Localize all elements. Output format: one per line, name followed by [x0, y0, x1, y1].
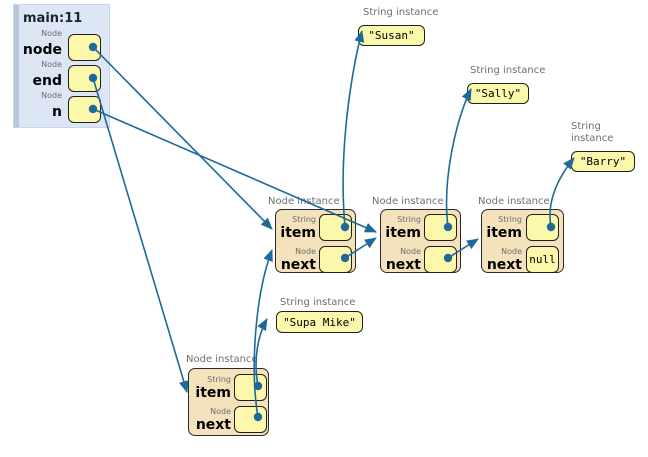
- frame-left-strip: [14, 5, 19, 127]
- node-instance-1[interactable]: String item Node next: [275, 209, 356, 273]
- node-instance-4[interactable]: String item Node next: [188, 368, 269, 436]
- node1-next-slot: [319, 246, 352, 273]
- node2-next-name: next: [385, 257, 421, 273]
- string-barry[interactable]: "Barry": [571, 151, 635, 172]
- string-supa-mike[interactable]: "Supa Mike": [276, 311, 363, 333]
- node4-next-name: next: [195, 417, 231, 433]
- node2-label: Node instance: [372, 196, 444, 207]
- node4-item-slot: [234, 374, 267, 401]
- node4-item-type: String: [207, 375, 231, 384]
- pointer-main-node-to-node1: [92, 46, 273, 230]
- string-susan-label: String instance: [363, 7, 439, 18]
- node2-item-slot: [424, 214, 457, 241]
- node1-label: Node instance: [268, 196, 340, 207]
- node2-next-type: Node: [400, 247, 421, 256]
- var-n-slot: [68, 96, 101, 123]
- var-n-name: n: [52, 104, 62, 120]
- node1-item-name: item: [280, 225, 316, 241]
- node2-next-slot: [424, 246, 457, 273]
- string-susan[interactable]: "Susan": [358, 25, 425, 46]
- var-end-type: Node: [41, 60, 62, 69]
- string-barry-label: String instance: [571, 121, 614, 144]
- node2-item-name: item: [385, 225, 421, 241]
- node4-label: Node instance: [186, 354, 258, 365]
- node4-item-name: item: [195, 385, 231, 401]
- node1-item-slot: [319, 214, 352, 241]
- var-end-name: end: [32, 73, 62, 89]
- node-instance-3[interactable]: String item Node next null: [481, 209, 564, 273]
- var-node-type: Node: [41, 29, 62, 38]
- frame-title: main:11: [23, 11, 83, 26]
- node4-next-type: Node: [210, 407, 231, 416]
- string-sally-label: String instance: [470, 65, 546, 76]
- node4-next-slot: [234, 406, 267, 433]
- string-sally[interactable]: "Sally": [467, 83, 529, 104]
- var-n-type: Node: [41, 91, 62, 100]
- node1-next-type: Node: [295, 247, 316, 256]
- node1-item-type: String: [292, 215, 316, 224]
- node3-next-name: next: [486, 257, 522, 273]
- pointer-node1-item-to-susan: [342, 30, 365, 228]
- node3-label: Node instance: [478, 196, 550, 207]
- node3-item-type: String: [498, 215, 522, 224]
- pointer-node2-item-to-sally: [445, 88, 472, 228]
- var-node-slot: [68, 34, 101, 61]
- var-end-slot: [68, 65, 101, 92]
- node1-next-name: next: [280, 257, 316, 273]
- node3-next-type: Node: [501, 247, 522, 256]
- stack-frame-main[interactable]: main:11 Node node Node end Node n: [13, 4, 110, 128]
- node3-item-slot: [526, 214, 559, 241]
- node2-item-type: String: [397, 215, 421, 224]
- node-instance-2[interactable]: String item Node next: [380, 209, 461, 273]
- node3-item-name: item: [486, 225, 522, 241]
- var-node-name: node: [22, 42, 62, 58]
- node3-next-slot: null: [526, 246, 559, 273]
- string-supa-mike-label: String instance: [280, 297, 356, 308]
